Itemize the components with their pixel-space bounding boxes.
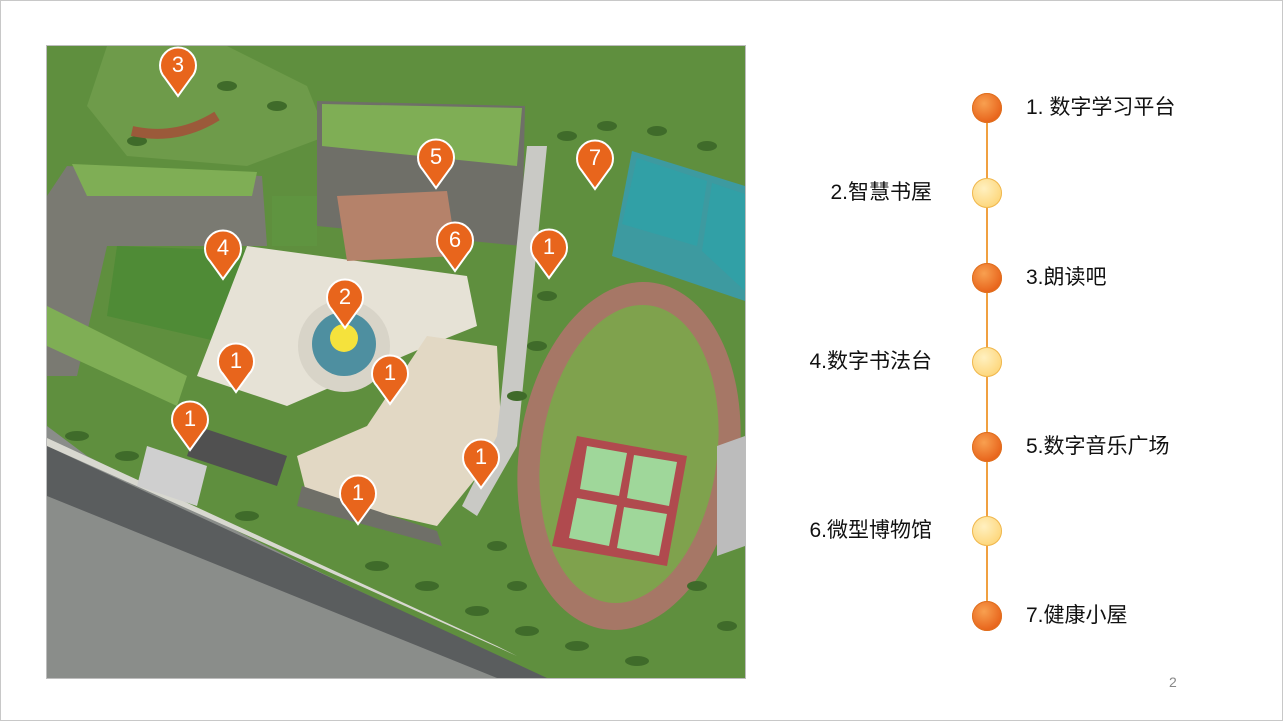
map-marker-label: 2: [338, 284, 352, 309]
timeline-dot-5: [972, 432, 1002, 462]
map-marker-5[interactable]: 5: [415, 138, 457, 190]
timeline-label-smart-book-house[interactable]: 2.智慧书屋: [830, 181, 932, 204]
timeline-dot-3: [972, 263, 1002, 293]
map-marker-4[interactable]: 4: [202, 229, 244, 281]
map-marker-7[interactable]: 7: [574, 139, 616, 191]
timeline-label-digital-music-plaza[interactable]: 5.数字音乐广场: [1026, 435, 1170, 458]
timeline-label-digital-learning-platform[interactable]: 1. 数字学习平台: [1026, 96, 1176, 119]
map-marker-1[interactable]: 1: [337, 474, 379, 526]
map-marker-label: 1: [183, 406, 197, 431]
timeline-label-micro-museum[interactable]: 6.微型博物馆: [809, 519, 932, 542]
timeline-dot-1: [972, 93, 1002, 123]
map-marker-6[interactable]: 6: [434, 221, 476, 273]
map-marker-1[interactable]: 1: [169, 400, 211, 452]
map-marker-label: 1: [542, 234, 556, 259]
map-marker-label: 1: [383, 360, 397, 385]
campus-map: 3 5 7 4 6 1 2 1: [46, 45, 746, 679]
timeline-dot-7: [972, 601, 1002, 631]
timeline-label-reading-bar[interactable]: 3.朗读吧: [1026, 266, 1107, 289]
map-marker-label: 5: [429, 144, 443, 169]
map-marker-label: 1: [229, 348, 243, 373]
map-marker-3[interactable]: 3: [157, 46, 199, 98]
map-marker-label: 4: [216, 235, 230, 260]
map-marker-1[interactable]: 1: [369, 354, 411, 406]
map-marker-1[interactable]: 1: [528, 228, 570, 280]
timeline-label-digital-calligraphy[interactable]: 4.数字书法台: [809, 350, 932, 373]
campus-map-illustration: [47, 46, 745, 678]
map-marker-2[interactable]: 2: [324, 278, 366, 330]
timeline-dot-4: [972, 347, 1002, 377]
map-marker-label: 7: [588, 145, 602, 170]
map-marker-label: 6: [448, 227, 462, 252]
page-number: 2: [1169, 674, 1177, 690]
timeline-dot-6: [972, 516, 1002, 546]
timeline-label-health-cabin[interactable]: 7.健康小屋: [1026, 604, 1128, 627]
map-marker-label: 1: [474, 444, 488, 469]
map-marker-1[interactable]: 1: [215, 342, 257, 394]
map-marker-label: 3: [171, 52, 185, 77]
map-marker-1[interactable]: 1: [460, 438, 502, 490]
timeline-dot-2: [972, 178, 1002, 208]
map-marker-label: 1: [351, 480, 365, 505]
